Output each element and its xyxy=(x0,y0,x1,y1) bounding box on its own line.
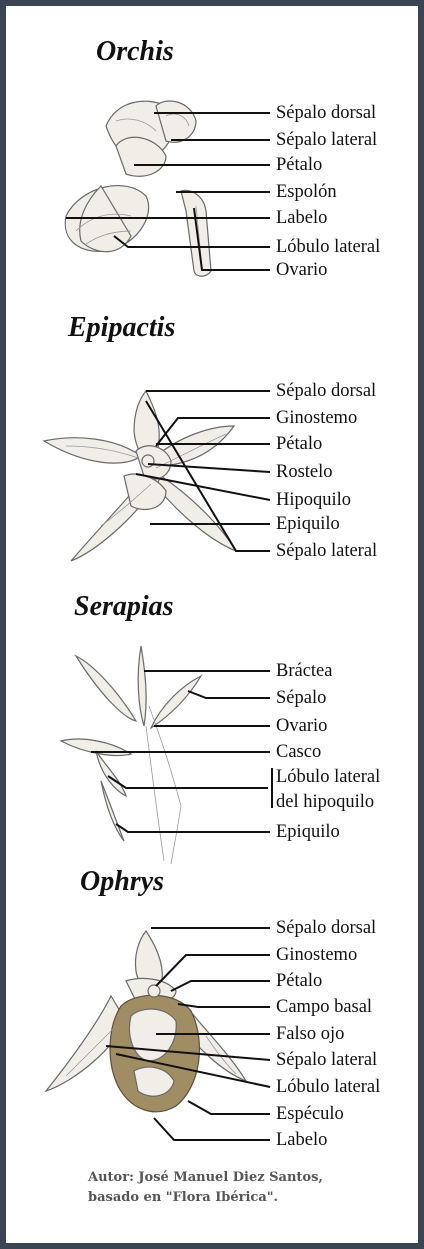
label-orchis-espolon: Espolón xyxy=(276,181,337,203)
label-ophrys-campo-basal: Campo basal xyxy=(276,996,372,1018)
label-orchis-sepalo-lateral: Sépalo lateral xyxy=(276,129,377,151)
label-orchis-petalo: Pétalo xyxy=(276,154,322,176)
label-serapias-epiquilo: Epiquilo xyxy=(276,821,340,843)
label-epipactis-hipoquilo: Hipoquilo xyxy=(276,489,351,511)
label-serapias-ovario: Ovario xyxy=(276,715,327,737)
label-epipactis-rostelo: Rostelo xyxy=(276,461,333,483)
credit-line-1: Autor: José Manuel Diez Santos, xyxy=(88,1168,388,1188)
label-ophrys-sepalo-dorsal: Sépalo dorsal xyxy=(276,917,376,939)
diagram-panel: Orchis Sépalo dorsal Sépalo lateral Péta… xyxy=(6,6,418,1243)
label-orchis-labelo: Labelo xyxy=(276,207,327,229)
label-serapias-bractea: Bráctea xyxy=(276,660,333,682)
section-title-epipactis: Epipactis xyxy=(68,312,175,344)
label-epipactis-sepalo-dorsal: Sépalo dorsal xyxy=(276,380,376,402)
label-epipactis-sepalo-lateral: Sépalo lateral xyxy=(276,540,377,562)
label-ophrys-sepalo-lateral: Sépalo lateral xyxy=(276,1049,377,1071)
author-credit: Autor: José Manuel Diez Santos, basado e… xyxy=(88,1168,388,1208)
section-title-orchis: Orchis xyxy=(96,36,174,68)
label-ophrys-falso-ojo: Falso ojo xyxy=(276,1023,344,1045)
label-serapias-sepalo: Sépalo xyxy=(276,687,326,709)
label-epipactis-ginostemo: Ginostemo xyxy=(276,407,357,429)
label-orchis-ovario: Ovario xyxy=(276,259,327,281)
label-serapias-lobulo-lateral: Lóbulo lateral xyxy=(276,766,380,788)
label-orchis-lobulo-lateral: Lóbulo lateral xyxy=(276,236,380,258)
label-serapias-del-hipoquilo: del hipoquilo xyxy=(276,791,374,813)
label-ophrys-ginostemo: Ginostemo xyxy=(276,944,357,966)
section-title-ophrys: Ophrys xyxy=(80,866,164,898)
label-ophrys-lobulo-lateral: Lóbulo lateral xyxy=(276,1076,380,1098)
credit-line-2: basado en "Flora Ibérica". xyxy=(88,1188,388,1208)
label-ophrys-petalo: Pétalo xyxy=(276,970,322,992)
epipactis-flower-drawing xyxy=(44,391,236,561)
label-ophrys-labelo: Labelo xyxy=(276,1129,327,1151)
label-ophrys-especulo: Espéculo xyxy=(276,1103,344,1125)
label-epipactis-epiquilo: Epiquilo xyxy=(276,513,340,535)
ophrys-flower-drawing xyxy=(46,931,246,1112)
label-epipactis-petalo: Pétalo xyxy=(276,433,322,455)
label-orchis-sepalo-dorsal: Sépalo dorsal xyxy=(276,102,376,124)
label-serapias-casco: Casco xyxy=(276,741,321,763)
section-title-serapias: Serapias xyxy=(74,591,174,623)
orchis-flower-drawing xyxy=(65,101,211,276)
